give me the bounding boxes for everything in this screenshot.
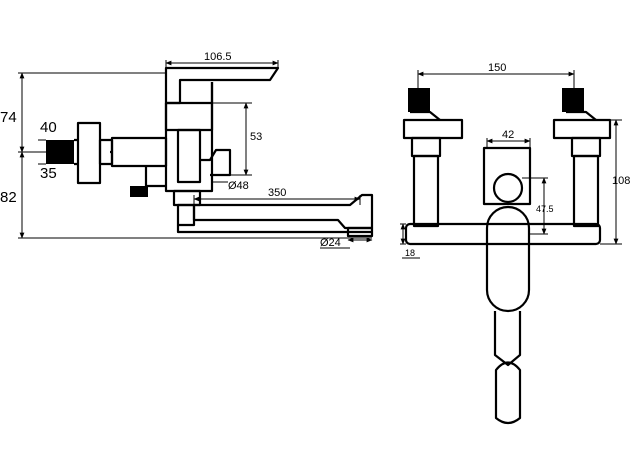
mixer-bar — [404, 222, 602, 246]
dim-total-height: 108 — [612, 175, 630, 187]
side-view: 106.5 74 82 40 35 53 Ø48 350 Ø24 — [0, 51, 374, 249]
spout — [192, 193, 374, 230]
inlet-thread — [46, 140, 74, 164]
dim-outlet-diameter: Ø24 — [320, 237, 341, 249]
right-inlet-thread — [562, 88, 584, 112]
wall-flange — [76, 121, 102, 185]
diverter-knob — [130, 186, 148, 197]
dim-height-upper: 74 — [0, 109, 17, 126]
dim-inlet-b: 35 — [40, 165, 57, 182]
diverter-knob-front — [492, 172, 524, 204]
central-body — [485, 205, 531, 313]
dim-bottom-offset: 18 — [405, 248, 415, 258]
dim-body-height: 53 — [250, 131, 262, 143]
dim-handle-offset: 47.5 — [536, 204, 554, 214]
lever-front — [494, 361, 522, 425]
dim-body-width: 42 — [502, 129, 514, 141]
dim-body-diameter: Ø48 — [228, 180, 249, 192]
front-view: 150 42 108 47.5 18 — [400, 62, 630, 425]
dim-spout-length: 350 — [268, 187, 286, 199]
left-inlet-thread — [408, 88, 430, 112]
dim-top-width: 106.5 — [204, 51, 232, 63]
dim-inlet-a: 40 — [40, 119, 57, 136]
dim-centers: 150 — [488, 62, 506, 74]
mixer-body — [164, 101, 214, 193]
lever-handle — [164, 66, 280, 105]
dim-height-lower: 82 — [0, 189, 17, 206]
